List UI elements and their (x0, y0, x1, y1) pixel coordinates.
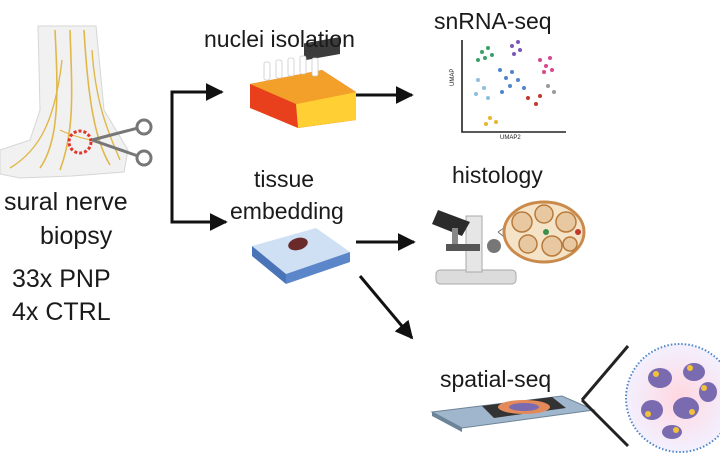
step-nuclei-isolation: nuclei isolation (204, 26, 355, 52)
step-tissue-line1: tissue (254, 166, 315, 192)
branch-arrows (170, 83, 228, 231)
output-histology: histology (452, 162, 543, 188)
umap-y-axis-label: UMAP (450, 68, 456, 86)
cohort-pnp-count: 33x PNP (12, 265, 111, 293)
output-spatial-seq: spatial-seq (440, 366, 552, 392)
embedding-block-icon (252, 228, 350, 284)
umap-plot (461, 40, 566, 133)
spatial-spot-array (625, 343, 720, 453)
spatial-zoom-lines (580, 345, 630, 448)
leg-foot-illustration (0, 25, 129, 179)
step-tissue-line2: embedding (230, 198, 344, 224)
biopsy-label-line2: biopsy (40, 222, 113, 250)
umap-clusters (474, 40, 556, 126)
thermoblock-device-icon (250, 37, 356, 128)
nerve-cross-section (502, 200, 586, 264)
arrow-to-spatial (358, 275, 414, 340)
cohort-ctrl-count: 4x CTRL (12, 298, 111, 326)
spatial-slide-icon (430, 395, 596, 432)
biopsy-site-marker (67, 129, 93, 155)
scissors-icon (91, 118, 153, 167)
umap-x-axis-label: UMAP2 (500, 135, 521, 141)
biopsy-label-line1: sural nerve (4, 188, 128, 216)
output-snrna-seq: snRNA-seq (434, 8, 552, 34)
microscope-icon (432, 210, 517, 285)
